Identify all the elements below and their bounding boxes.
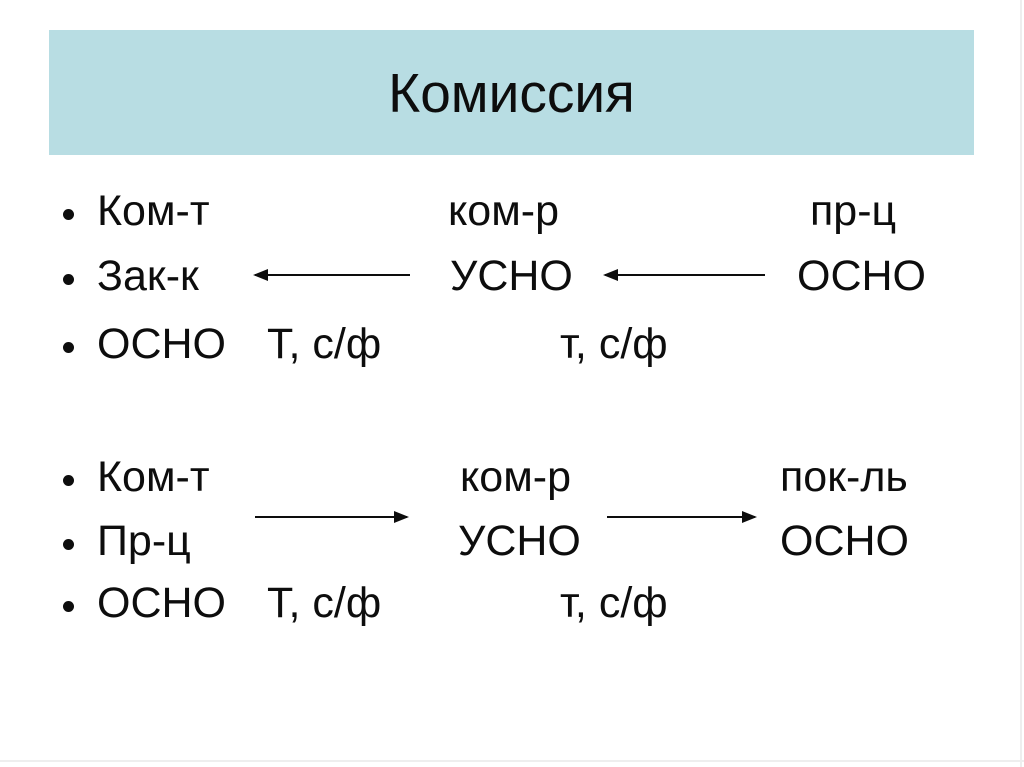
parties-row-1: Ком-т ком-р пр-ц: [0, 188, 1024, 234]
term-komissioner: ком-р: [460, 453, 572, 501]
term-usno: УСНО: [450, 252, 573, 300]
term-komitent: Ком-т: [97, 187, 210, 235]
bullet-icon: [63, 475, 74, 486]
regimes-row-1: Зак-к УСНО ОСНО: [0, 253, 1024, 299]
term-tovar-schet-faktura: т, с/ф: [560, 579, 668, 627]
term-printsipal: Пр-ц: [97, 517, 191, 565]
title-banner: Комиссия: [49, 30, 974, 155]
term-tovar-schet-faktura: Т, с/ф: [267, 320, 382, 368]
term-osno: ОСНО: [97, 579, 226, 627]
bullet-icon: [63, 274, 74, 285]
documents-row-1: ОСНО Т, с/ф т, с/ф: [0, 321, 1024, 367]
term-zakazchik: Зак-к: [97, 252, 199, 300]
term-usno: УСНО: [458, 517, 581, 565]
term-printsipal: пр-ц: [810, 187, 897, 235]
slide-title: Комиссия: [388, 61, 635, 124]
bullet-icon: [63, 342, 74, 353]
term-osno: ОСНО: [780, 517, 909, 565]
parties-row-2: Ком-т ком-р пок-ль: [0, 454, 1024, 500]
documents-row-2: ОСНО Т, с/ф т, с/ф: [0, 580, 1024, 626]
arrow-right-icon: [255, 511, 409, 523]
term-komissioner: ком-р: [448, 187, 560, 235]
term-komitent: Ком-т: [97, 453, 210, 501]
term-tovar-schet-faktura: Т, с/ф: [267, 579, 382, 627]
screen-edge-line: [0, 760, 1024, 762]
arrow-right-icon: [607, 511, 757, 523]
bullet-icon: [63, 601, 74, 612]
regimes-row-2: Пр-ц УСНО ОСНО: [0, 518, 1024, 564]
bullet-icon: [63, 209, 74, 220]
term-osno: ОСНО: [797, 252, 926, 300]
arrow-left-icon: [603, 269, 765, 281]
bullet-icon: [63, 539, 74, 550]
term-pokupatel: пок-ль: [780, 453, 908, 501]
arrow-left-icon: [253, 269, 410, 281]
screen-edge-line: [1020, 0, 1022, 767]
term-tovar-schet-faktura: т, с/ф: [560, 320, 668, 368]
term-osno: ОСНО: [97, 320, 226, 368]
